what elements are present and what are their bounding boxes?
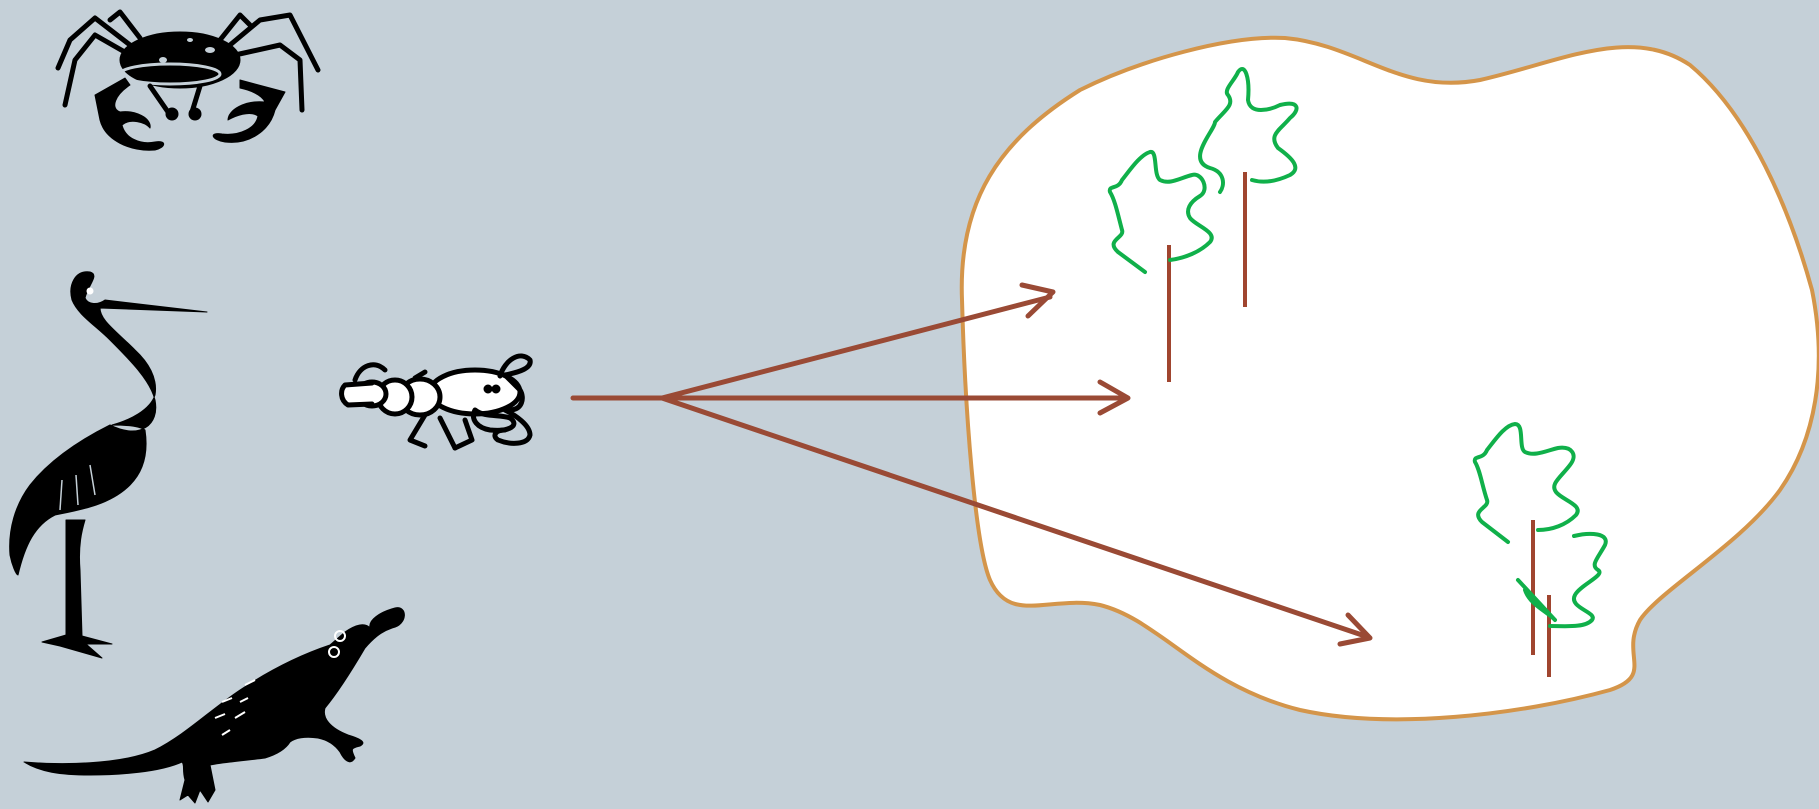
stork-icon — [10, 272, 207, 658]
habitat-region — [962, 38, 1819, 720]
crayfish-icon — [342, 356, 531, 448]
crab-icon — [58, 12, 318, 150]
